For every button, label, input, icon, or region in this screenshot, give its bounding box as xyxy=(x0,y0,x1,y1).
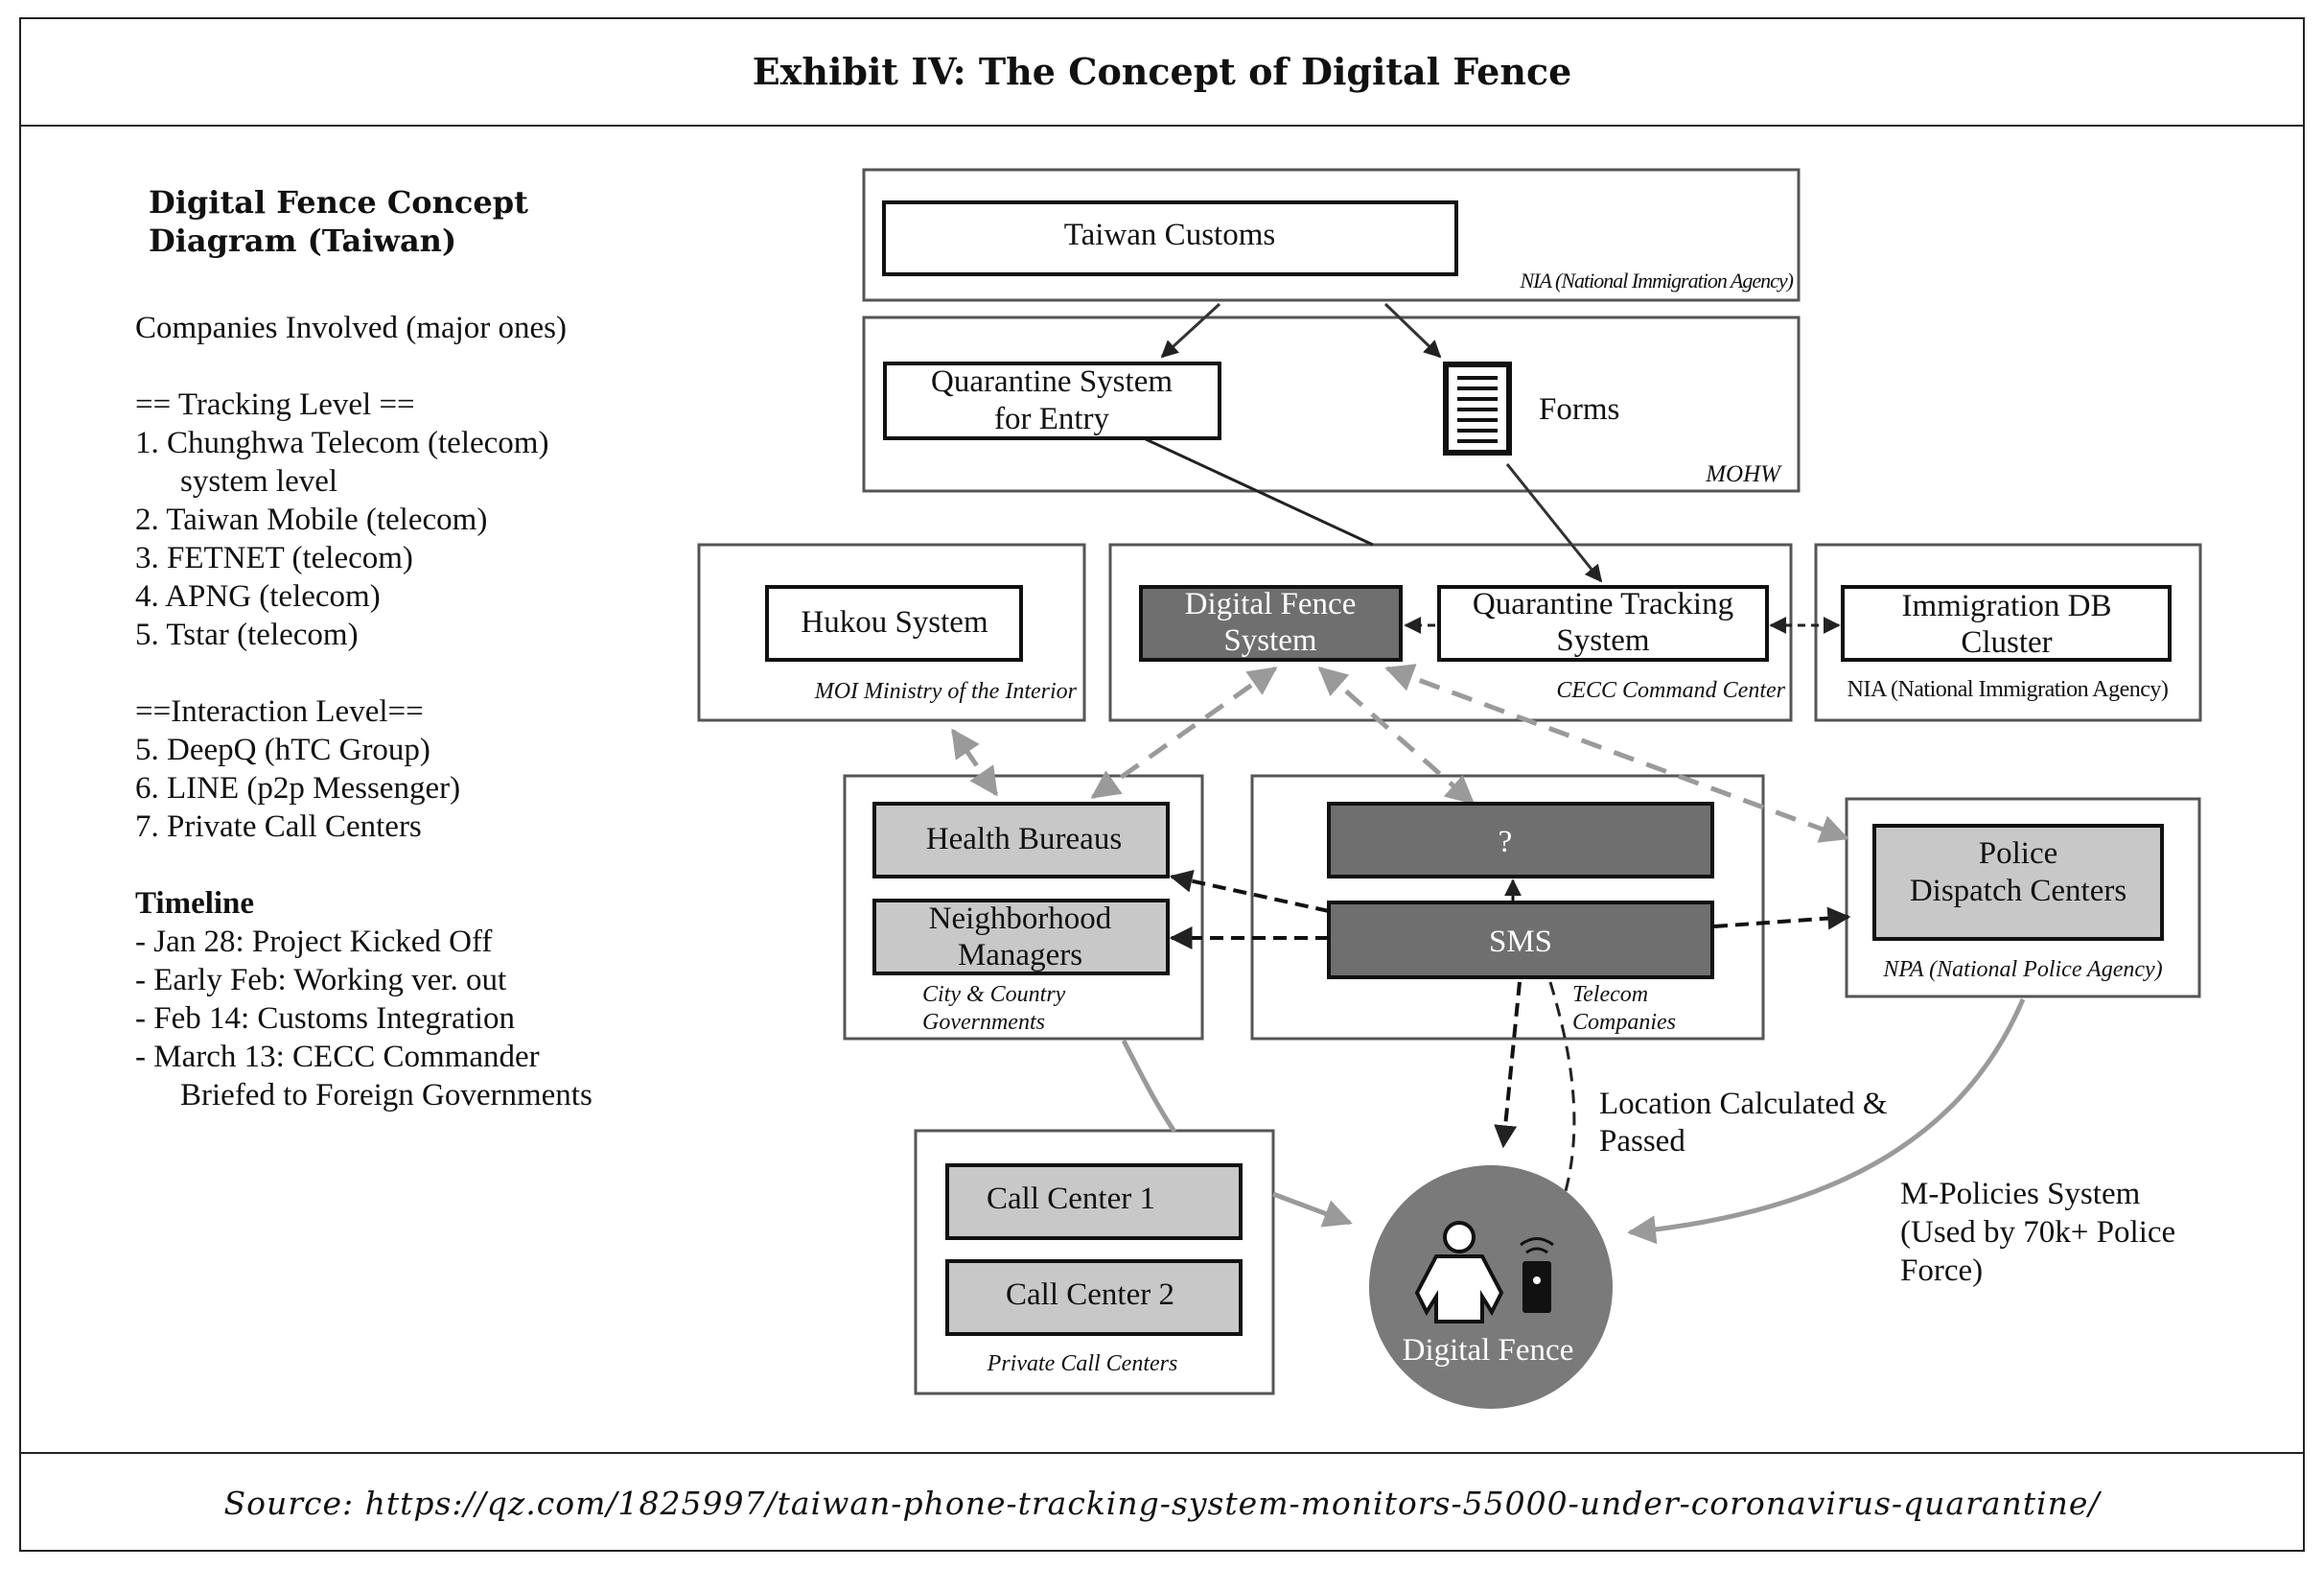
interaction-item: 6. LINE (p2p Messenger) xyxy=(135,771,461,806)
npa-group xyxy=(1845,797,2201,998)
document-icon xyxy=(1443,362,1512,456)
quarantine-tracking-label-1: Quarantine Tracking xyxy=(1473,587,1733,621)
companies-involved-label: Companies Involved (major ones) xyxy=(135,311,567,345)
quarantine-entry-label-1: Quarantine System xyxy=(931,364,1173,399)
police-dispatch-box xyxy=(1872,824,2164,941)
m-policies-label-3: Force) xyxy=(1900,1253,1983,1288)
call-center-1-label: Call Center 1 xyxy=(987,1182,1155,1216)
sms-to-police-arrow xyxy=(1713,906,1851,930)
digital-fence-system-box xyxy=(1139,585,1403,662)
quarantine-entry-to-cecc-line xyxy=(1145,437,1374,547)
moi-group xyxy=(697,543,1086,722)
city-gov-label-2: Governments xyxy=(922,1010,1045,1035)
immigration-db-box xyxy=(1841,585,2172,662)
private-call-centers-group xyxy=(914,1129,1275,1395)
quarantine-entry-label-2: for Entry xyxy=(994,402,1110,436)
quarantine-tracking-box xyxy=(1437,585,1769,662)
tracking-level-label: == Tracking Level == xyxy=(135,387,415,422)
tracking-item: 5. Tstar (telecom) xyxy=(135,618,359,652)
tracking-item: 2. Taiwan Mobile (telecom) xyxy=(135,503,488,537)
neighborhood-label-2: Managers xyxy=(958,938,1082,972)
customs-to-forms-arrow xyxy=(1383,302,1442,359)
nia-right-label: NIA (National Immigration Agency) xyxy=(1848,677,2169,702)
tracking-item: system level xyxy=(180,464,338,499)
location-label-1: Location Calculated & xyxy=(1599,1087,1888,1121)
fence-health-bureau-link xyxy=(1090,666,1278,800)
timeline-item: - Feb 14: Customs Integration xyxy=(135,1001,515,1036)
timeline-item: Briefed to Foreign Governments xyxy=(180,1078,593,1112)
digital-fence-system-label-2: System xyxy=(1223,623,1317,658)
cecc-label: CECC Command Center xyxy=(1556,678,1785,703)
mohw-label: MOHW xyxy=(1705,461,1782,487)
city-gov-group xyxy=(843,774,1204,1041)
sidebar-heading-line-1: Digital Fence Concept xyxy=(149,184,528,221)
fence-police-link xyxy=(1384,664,1849,843)
m-policies-label-2: (Used by 70k+ Police xyxy=(1900,1215,2175,1250)
call-center-2-box xyxy=(945,1259,1243,1336)
private-call-centers-label: Private Call Centers xyxy=(987,1351,1178,1376)
call-center-1-box xyxy=(945,1163,1243,1240)
taiwan-customs-label: Taiwan Customs xyxy=(1064,218,1275,252)
sms-to-digital-fence-arrow xyxy=(1494,981,1522,1149)
npa-label: NPA (National Police Agency) xyxy=(1882,957,2162,982)
city-gov-to-call-center-curve xyxy=(1121,1039,1177,1134)
sms-box xyxy=(1327,901,1714,979)
source-bar: Source: https://qz.com/1825997/taiwan-ph… xyxy=(19,1452,2305,1552)
moi-health-bureau-link xyxy=(950,728,999,797)
fence-telecom-link xyxy=(1317,667,1476,805)
exhibit-title: Exhibit IV: The Concept of Digital Fence xyxy=(752,49,1572,93)
unknown-system-label: ? xyxy=(1499,825,1513,859)
hukou-label: Hukou System xyxy=(801,605,988,640)
forms-label: Forms xyxy=(1539,392,1619,427)
source-citation: Source: https://qz.com/1825997/taiwan-ph… xyxy=(223,1484,2101,1522)
sidebar-heading-line-2: Diagram (Taiwan) xyxy=(149,222,457,259)
interaction-level-label: ==Interaction Level== xyxy=(135,694,424,729)
phone-signal-icon xyxy=(1520,1237,1554,1313)
immigration-db-label-2: Cluster xyxy=(1961,625,2052,660)
neighborhood-managers-box xyxy=(872,899,1170,975)
hukou-box xyxy=(765,585,1023,662)
exhibit-frame xyxy=(19,17,2305,1552)
forms-to-tracking-arrow xyxy=(1505,463,1603,583)
tracking-item: 3. FETNET (telecom) xyxy=(135,541,413,575)
mohw-group xyxy=(862,316,1801,493)
person-icon xyxy=(1414,1221,1504,1323)
police-label-2: Dispatch Centers xyxy=(1910,874,2126,908)
city-gov-label-1: City & Country xyxy=(922,982,1066,1007)
nia-customs-group xyxy=(862,168,1801,302)
police-label-1: Police xyxy=(1979,836,2057,871)
timeline-item: - March 13: CECC Commander xyxy=(135,1040,540,1074)
sms-to-health-bureau-arrow xyxy=(1169,869,1330,913)
interaction-item: 5. DeepQ (hTC Group) xyxy=(135,733,430,767)
neighborhood-label-1: Neighborhood xyxy=(929,902,1112,936)
tracking-item: 4. APNG (telecom) xyxy=(135,579,381,614)
digital-fence-label: Digital Fence xyxy=(1403,1333,1574,1368)
quarantine-entry-box xyxy=(883,362,1221,440)
unknown-system-box xyxy=(1327,802,1714,878)
telecom-label-2: Companies xyxy=(1572,1010,1676,1035)
m-policies-curve xyxy=(1627,998,2026,1245)
tracking-item: 1. Chunghwa Telecom (telecom) xyxy=(135,426,549,460)
interaction-item: 7. Private Call Centers xyxy=(135,809,422,844)
health-bureaus-box xyxy=(872,802,1170,878)
taiwan-customs-box xyxy=(882,200,1458,276)
health-bureaus-label: Health Bureaus xyxy=(926,822,1122,856)
m-policies-label-1: M-Policies System xyxy=(1900,1177,2141,1211)
quarantine-tracking-label-2: System xyxy=(1556,623,1650,658)
sms-label: SMS xyxy=(1489,925,1552,959)
nia-top-label: NIA (National Immigration Agency) xyxy=(1519,269,1793,293)
location-label-2: Passed xyxy=(1599,1124,1685,1159)
call-center-2-label: Call Center 2 xyxy=(1006,1277,1174,1312)
timeline-item: - Early Feb: Working ver. out xyxy=(135,963,507,997)
timeline-item: - Jan 28: Project Kicked Off xyxy=(135,925,493,959)
moi-label: MOI Ministry of the Interior xyxy=(814,679,1078,704)
call-center-to-fence-arrow xyxy=(1272,1191,1353,1228)
customs-to-quarantine-entry-arrow xyxy=(1160,302,1221,359)
telecom-label-1: Telecom xyxy=(1572,982,1648,1007)
immigration-db-label-1: Immigration DB xyxy=(1901,589,2111,623)
timeline-heading: Timeline xyxy=(135,886,255,921)
title-bar: Exhibit IV: The Concept of Digital Fence xyxy=(19,17,2305,127)
digital-fence-system-label-1: Digital Fence xyxy=(1185,587,1357,621)
